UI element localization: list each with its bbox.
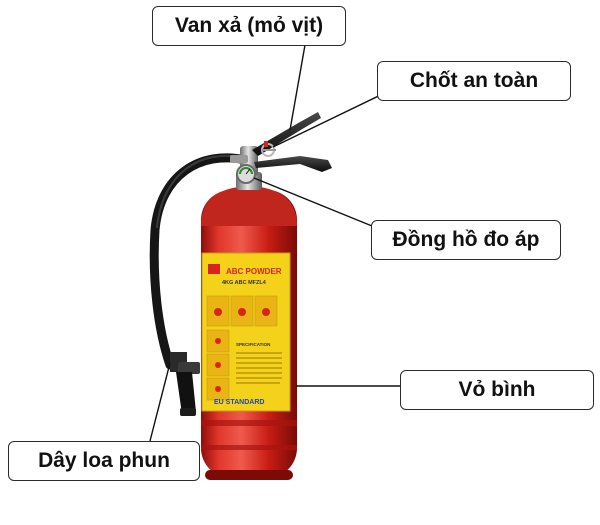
label-nozzle-hose: Dây loa phun <box>8 441 200 481</box>
nozzle <box>170 352 200 416</box>
leader-pressure-gauge <box>253 177 373 227</box>
hose <box>149 153 251 370</box>
label-pressure-gauge: Đồng hồ đo áp <box>371 220 561 260</box>
safety-pin <box>261 141 276 157</box>
product-label-title: ABC POWDER <box>226 267 282 276</box>
leader-nozzle-hose <box>149 362 171 442</box>
label-cylinder-body: Vỏ bình <box>400 370 594 410</box>
label-safety-pin: Chốt an toàn <box>377 61 571 101</box>
leader-safety-pin <box>272 87 396 148</box>
product-label: ABC POWDER 4KG ABC MFZL4 SPECIFICATION <box>201 252 291 412</box>
leader-lines <box>149 44 400 442</box>
pressure-gauge <box>236 164 256 184</box>
product-label-footer: EU STANDARD <box>214 399 264 406</box>
leader-discharge-valve <box>289 44 306 131</box>
label-discharge-valve: Van xả (mỏ vịt) <box>152 6 346 46</box>
product-label-subtitle: 4KG ABC MFZL4 <box>222 280 267 286</box>
product-label-section: SPECIFICATION <box>236 342 270 347</box>
